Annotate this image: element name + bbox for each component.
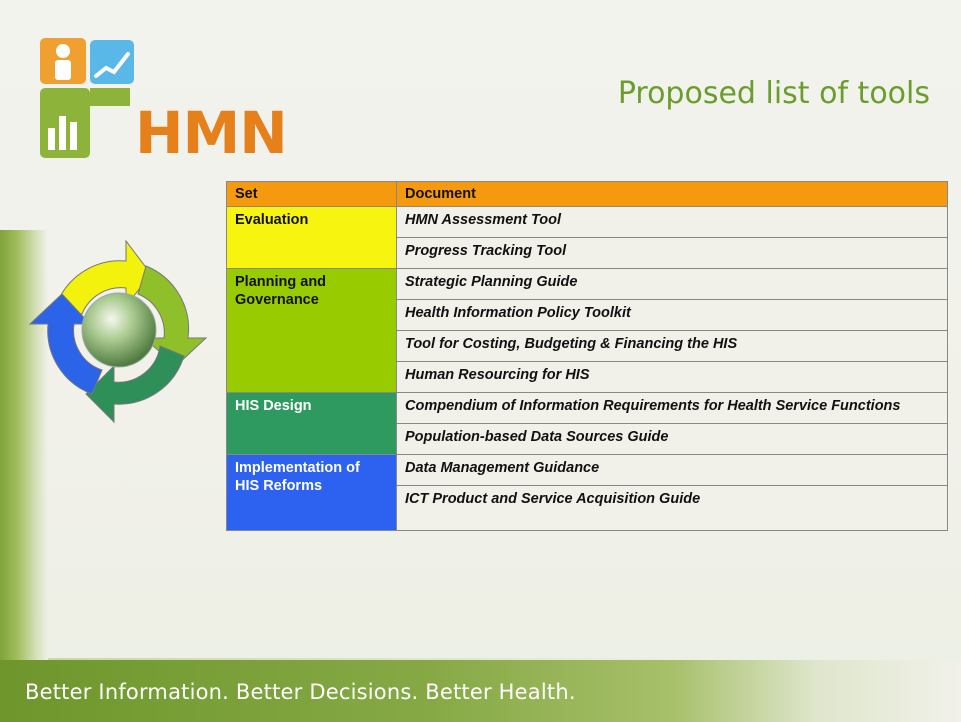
document-cell: Compendium of Information Requirements f…: [396, 392, 948, 424]
bottom-divider: [48, 658, 688, 660]
table-header-row: Set Document: [226, 181, 948, 207]
document-cell: HMN Assessment Tool: [396, 206, 948, 238]
document-cell: Health Information Policy Toolkit: [396, 299, 948, 331]
set-implementation: Implementation of HIS Reforms: [226, 454, 397, 531]
table-row: Human Resourcing for HIS: [227, 361, 948, 393]
document-cell: Human Resourcing for HIS: [396, 361, 948, 393]
set-planning-governance: Planning and Governance: [226, 268, 397, 393]
left-band-decoration: [0, 230, 48, 722]
header-set: Set: [226, 181, 397, 207]
table-row: Progress Tracking Tool: [227, 237, 948, 269]
document-cell: ICT Product and Service Acquisition Guid…: [396, 485, 948, 531]
logo-text: HMN: [135, 99, 288, 167]
document-cell: Strategic Planning Guide: [396, 268, 948, 300]
tagline: Better Information. Better Decisions. Be…: [25, 680, 576, 704]
document-cell: Population-based Data Sources Guide: [396, 423, 948, 455]
hmn-logo: HMN: [40, 38, 288, 162]
document-cell: Tool for Costing, Budgeting & Financing …: [396, 330, 948, 362]
hmn-logo-icon: [40, 38, 134, 158]
table-row: Evaluation HMN Assessment Tool: [226, 206, 948, 269]
table-row: Population-based Data Sources Guide: [227, 423, 948, 455]
set-his-design: HIS Design: [226, 392, 397, 455]
tools-table: Set Document Evaluation HMN Assessment T…: [226, 181, 948, 531]
table-row: ICT Product and Service Acquisition Guid…: [227, 485, 948, 531]
document-cell: Data Management Guidance: [396, 454, 948, 486]
header-document: Document: [396, 181, 948, 207]
table-row: Implementation of HIS Reforms Data Manag…: [226, 454, 948, 531]
bottom-bar: [0, 660, 961, 722]
table-row: Planning and Governance Strategic Planni…: [226, 268, 948, 393]
slide-title: Proposed list of tools: [617, 76, 930, 111]
table-row: Health Information Policy Toolkit: [227, 299, 948, 331]
cycle-arrows-icon: [28, 239, 208, 424]
table-row: HIS Design Compendium of Information Req…: [226, 392, 948, 455]
table-row: Tool for Costing, Budgeting & Financing …: [227, 330, 948, 362]
document-cell: Progress Tracking Tool: [396, 237, 948, 269]
set-evaluation: Evaluation: [226, 206, 397, 269]
